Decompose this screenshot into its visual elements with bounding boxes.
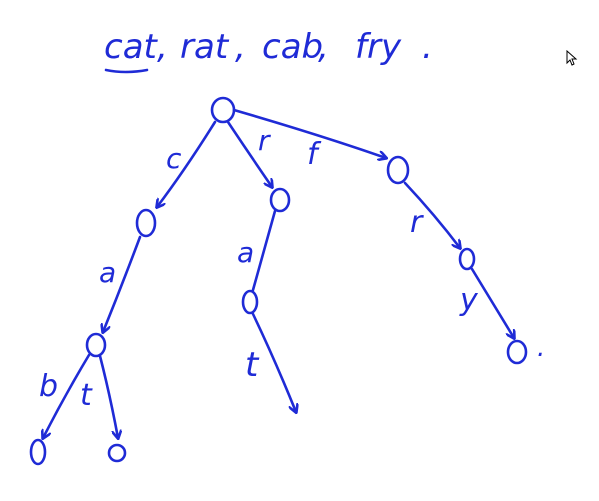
node-r: [269, 187, 291, 213]
node-fry: [506, 339, 528, 365]
edge-fr-y: [470, 267, 514, 338]
word-cab: cab: [262, 27, 323, 67]
node-root: [210, 96, 236, 124]
word-list: cat , rat , cab , fry .: [104, 27, 433, 74]
edge-a-t: [98, 354, 118, 438]
edge-c-a: [103, 235, 142, 332]
edge-f-r: [403, 181, 460, 248]
label-r-a: a: [237, 236, 254, 269]
edge-r-a: [251, 209, 277, 292]
end-dot-fry: .: [537, 333, 545, 363]
comma-3: ,: [318, 27, 329, 67]
word-cat: cat: [104, 27, 159, 67]
word-rat: rat: [180, 27, 230, 67]
label-fr-y: y: [459, 283, 479, 318]
node-ca: [85, 332, 107, 358]
label-root-c: c: [166, 142, 182, 175]
edge-ra-t: [251, 312, 296, 412]
edge-a-b: [43, 353, 91, 438]
label-f-r: r: [410, 205, 424, 240]
trie-edges: [43, 108, 514, 438]
node-cab: [29, 438, 47, 466]
mouse-pointer-icon: [566, 49, 578, 71]
label-ra-t: t: [245, 345, 260, 385]
terminator-dot: .: [422, 27, 433, 67]
edge-root-r: [226, 120, 272, 187]
comma-2: ,: [235, 27, 246, 67]
node-fr: [458, 247, 476, 271]
node-f: [386, 155, 410, 185]
underline-cat: [104, 68, 149, 74]
node-ra: [241, 289, 259, 315]
trie-nodes: [29, 96, 528, 466]
label-a-t: t: [80, 378, 93, 413]
label-root-r: r: [258, 124, 271, 157]
label-a-b: b: [39, 369, 58, 404]
label-root-f: f: [307, 137, 322, 172]
word-fry: fry: [355, 27, 402, 67]
edge-root-f: [232, 108, 386, 158]
comma-1: ,: [157, 27, 168, 67]
edge-labels: c r f a a r b t t y .: [39, 124, 545, 413]
label-c-a: a: [99, 256, 116, 289]
node-cat: [107, 443, 127, 463]
edge-root-c: [157, 120, 217, 207]
node-c: [135, 208, 157, 238]
